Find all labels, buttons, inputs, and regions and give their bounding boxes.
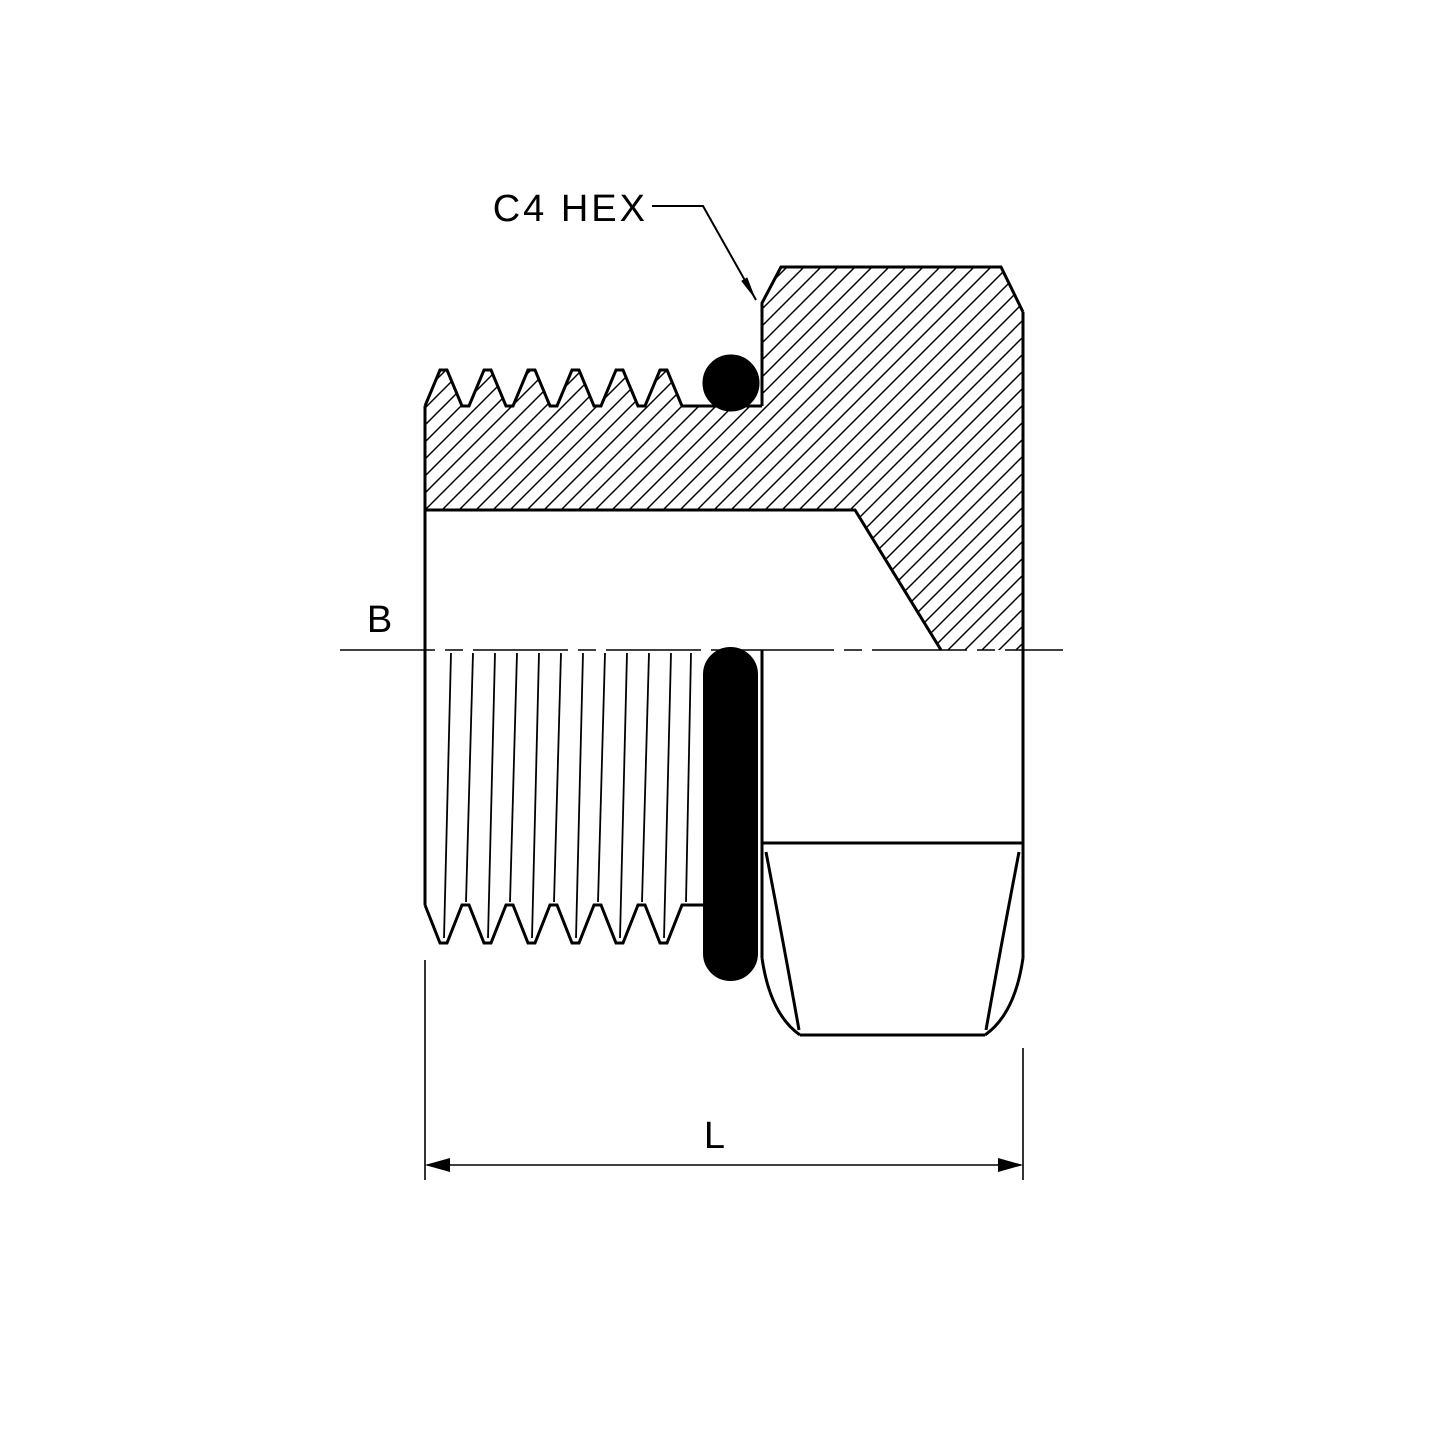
hex-chamfer-arc-right (984, 851, 1021, 1031)
hex-head-lower (760, 650, 1025, 1037)
hex-callout-label: C4 HEX (493, 188, 648, 230)
bore-line (425, 508, 943, 651)
o-ring-cross-section (702, 354, 760, 412)
dimension-arrow-left (425, 1158, 450, 1172)
o-ring-side-view (703, 647, 758, 981)
section-hatch-fill (425, 267, 1023, 650)
length-dimension: L (424, 960, 1024, 1180)
hex-bottom-right-chamfer (984, 957, 1025, 1037)
dimension-arrow-right (998, 1158, 1023, 1172)
axis-label: B (367, 599, 395, 641)
hex-head-upper-outline (760, 265, 1025, 406)
hex-chamfer-arc-left (764, 851, 801, 1031)
hex-callout-leader-line (652, 205, 757, 301)
hex-bottom-left-chamfer (760, 957, 801, 1037)
length-label: L (704, 1115, 728, 1157)
thread-flank-lines (443, 652, 692, 939)
thread-profile-lower (423, 903, 704, 945)
hex-callout: C4 HEX (493, 188, 757, 301)
thread-profile-upper (423, 368, 762, 408)
